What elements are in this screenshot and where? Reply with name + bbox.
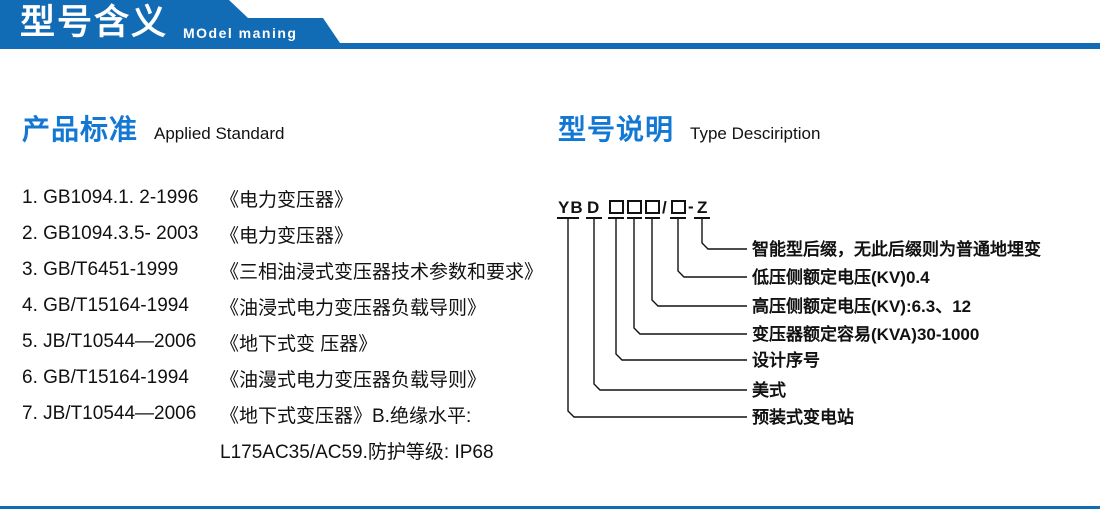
standard-title: 《电力变压器》 (220, 189, 354, 211)
code-box-capacity-2 (627, 200, 642, 214)
standard-code: 1. GB1094.1. 2-1996 (22, 187, 199, 208)
connector-hv (651, 218, 747, 307)
standard-title: L175AC35/AC59.防护等级: IP68 (220, 441, 494, 463)
standard-item-5: 5. JB/T10544—2006 《地下式变 压器》 (22, 324, 562, 360)
standard-title: 《电力变压器》 (220, 225, 354, 247)
code-prefix: YB (558, 198, 584, 217)
code-slash: / (662, 198, 668, 217)
standard-code: 6. GB/T15164-1994 (22, 367, 189, 388)
connector-american (593, 218, 747, 391)
standard-item-4: 4. GB/T15164-1994 《油浸式电力变压器负载导则》 (22, 288, 562, 324)
connector-design (615, 218, 747, 361)
standard-item-6: 6. GB/T15164-1994 《油漫式电力变压器负载导则》 (22, 360, 562, 396)
standard-title: 《油漫式电力变压器负载导则》 (220, 369, 487, 391)
bottom-rule (0, 506, 1100, 509)
standard-item-1: 1. GB1094.1. 2-1996 《电力变压器》 (22, 180, 562, 216)
standard-code: 4. GB/T15164-1994 (22, 295, 189, 316)
code-box-lv (671, 200, 686, 214)
standard-code: 7. JB/T10544—2006 (22, 403, 197, 424)
code-box-capacity (609, 200, 624, 214)
standard-title: 《三相油浸式变压器技术参数和要求》 (220, 261, 544, 283)
type-description-heading-cn: 型号说明 (558, 114, 675, 145)
applied-standard-heading-en: Applied Standard (154, 124, 285, 143)
connector-suffix (701, 218, 747, 250)
label-substation: 预装式变电站 (752, 407, 854, 427)
label-hv-voltage: 高压侧额定电压(KV):6.3、12 (752, 296, 971, 316)
standard-item-3: 3. GB/T6451-1999 《三相油浸式变压器技术参数和要求》 (22, 252, 562, 288)
page-title: 型号含义 (20, 3, 169, 42)
standard-title: 《油浸式电力变压器负载导则》 (220, 297, 487, 319)
label-design-no: 设计序号 (752, 350, 820, 370)
label-american: 美式 (752, 380, 786, 400)
standard-item-8: L175AC35/AC59.防护等级: IP68 (22, 432, 562, 468)
standard-code: 2. GB1094.3.5- 2003 (22, 223, 199, 244)
code-type: D (587, 198, 600, 217)
label-smart-suffix: 智能型后缀，无此后缀则为普通地埋变 (752, 239, 1041, 259)
label-lv-voltage: 低压侧额定电压(KV)0.4 (751, 267, 930, 287)
code-box-hv (645, 200, 660, 214)
standard-title: 《地下式变 压器》 (220, 333, 378, 355)
connector-substation (567, 218, 747, 418)
standard-code: 3. GB/T6451-1999 (22, 259, 179, 280)
connector-lv (677, 218, 747, 278)
applied-standard-heading-cn: 产品标准 (22, 114, 139, 145)
standard-code: 5. JB/T10544—2006 (22, 331, 197, 352)
page-subtitle: MOdel maning (183, 25, 298, 41)
header-banner-shape (0, 0, 1100, 49)
header-banner (0, 0, 1100, 49)
applied-standard-heading: 产品标准 Applied Standard (22, 108, 284, 148)
standards-list: 1. GB1094.1. 2-1996 《电力变压器》 2. GB1094.3.… (22, 180, 562, 468)
label-capacity: 变压器额定容易(KVA)30-1000 (752, 324, 979, 344)
standard-title: 《地下式变压器》B.绝缘水平: (220, 405, 472, 427)
model-code-diagram: YB D / - Z 智能型后缀，无此后缀则为普通地埋变 低压侧额定电压(KV)… (557, 197, 1041, 427)
standard-item-7: 7. JB/T10544—2006 《地下式变压器》B.绝缘水平: (22, 396, 562, 432)
connector-capacity (633, 218, 747, 335)
type-description-heading: 型号说明 Type Desciription (558, 108, 820, 148)
code-suffix: Z (697, 198, 708, 217)
type-description-heading-en: Type Desciription (690, 124, 821, 143)
code-dash: - (688, 197, 695, 216)
standard-item-2: 2. GB1094.3.5- 2003 《电力变压器》 (22, 216, 562, 252)
